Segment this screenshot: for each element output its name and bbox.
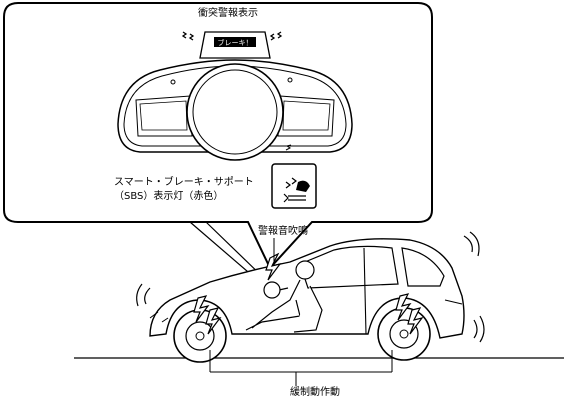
sbs-indicator-icon: [271, 163, 317, 209]
instrument-cluster: [117, 59, 353, 161]
collision-warning-display-label: 衝突警報表示: [198, 8, 258, 19]
leader-lines: [209, 238, 393, 386]
front-wheel: [173, 309, 227, 363]
car-illustration: [149, 238, 465, 339]
sbs-indicator-label-line2: （SBS）表示灯（赤色）: [114, 191, 224, 202]
brake-action-marks: [193, 252, 424, 335]
collision-warning-display: ブレーキ！: [181, 31, 283, 59]
rear-wheel: [377, 307, 431, 361]
sbs-indicator-label-line1: スマート・ブレーキ・サポート: [114, 177, 254, 188]
flash-left-icon: [181, 31, 195, 41]
brake-indicator: [214, 37, 256, 47]
driver-figure: [245, 260, 323, 333]
gentle-braking-label: 緩制動作動: [290, 387, 340, 398]
warning-sound-label: 警報音吹鳴: [258, 226, 308, 237]
vibration-lines: [136, 231, 485, 343]
flash-right-icon: [269, 31, 283, 41]
brake-indicator-text: ブレーキ！: [218, 38, 253, 47]
